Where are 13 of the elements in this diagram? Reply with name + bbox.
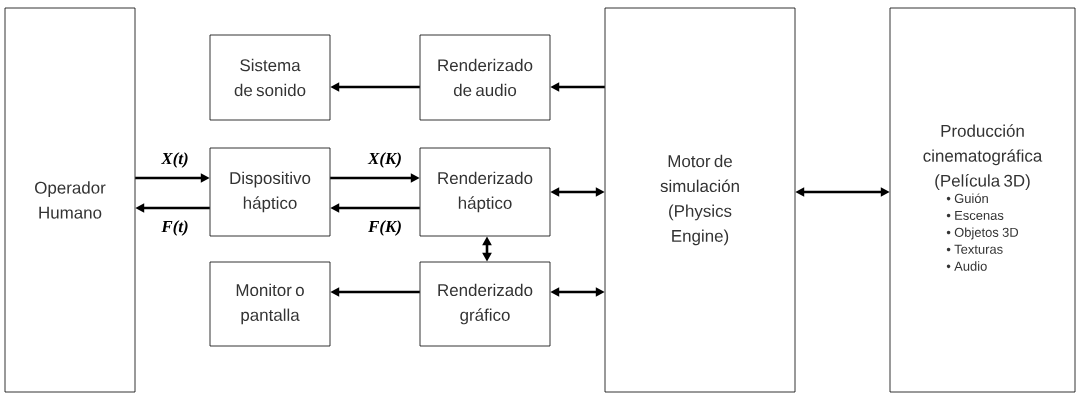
process-box: Renderizado háptico — [419, 147, 551, 237]
edge-label: X(K) — [367, 152, 401, 168]
process-box: Dispositivo háptico — [209, 147, 331, 237]
edge-label: F(t) — [161, 220, 188, 236]
process-box: Renderizado de audio — [419, 34, 551, 121]
process-box: Sistema de sonido — [209, 34, 331, 121]
process-box: Renderizado gráfico — [419, 261, 551, 347]
edge-label: X(t) — [160, 152, 188, 168]
process-box: Monitor o pantalla — [209, 261, 331, 347]
edge-label: F(K) — [368, 220, 401, 236]
process-box: Motor de simulación (Physics Engine) — [604, 7, 796, 393]
process-box: Operador Humano — [4, 7, 136, 393]
process-box: Producción cinematográfica (Película 3D) • Guión • Escenas • Objetos 3D • Texturas • Audio — [889, 7, 1076, 393]
